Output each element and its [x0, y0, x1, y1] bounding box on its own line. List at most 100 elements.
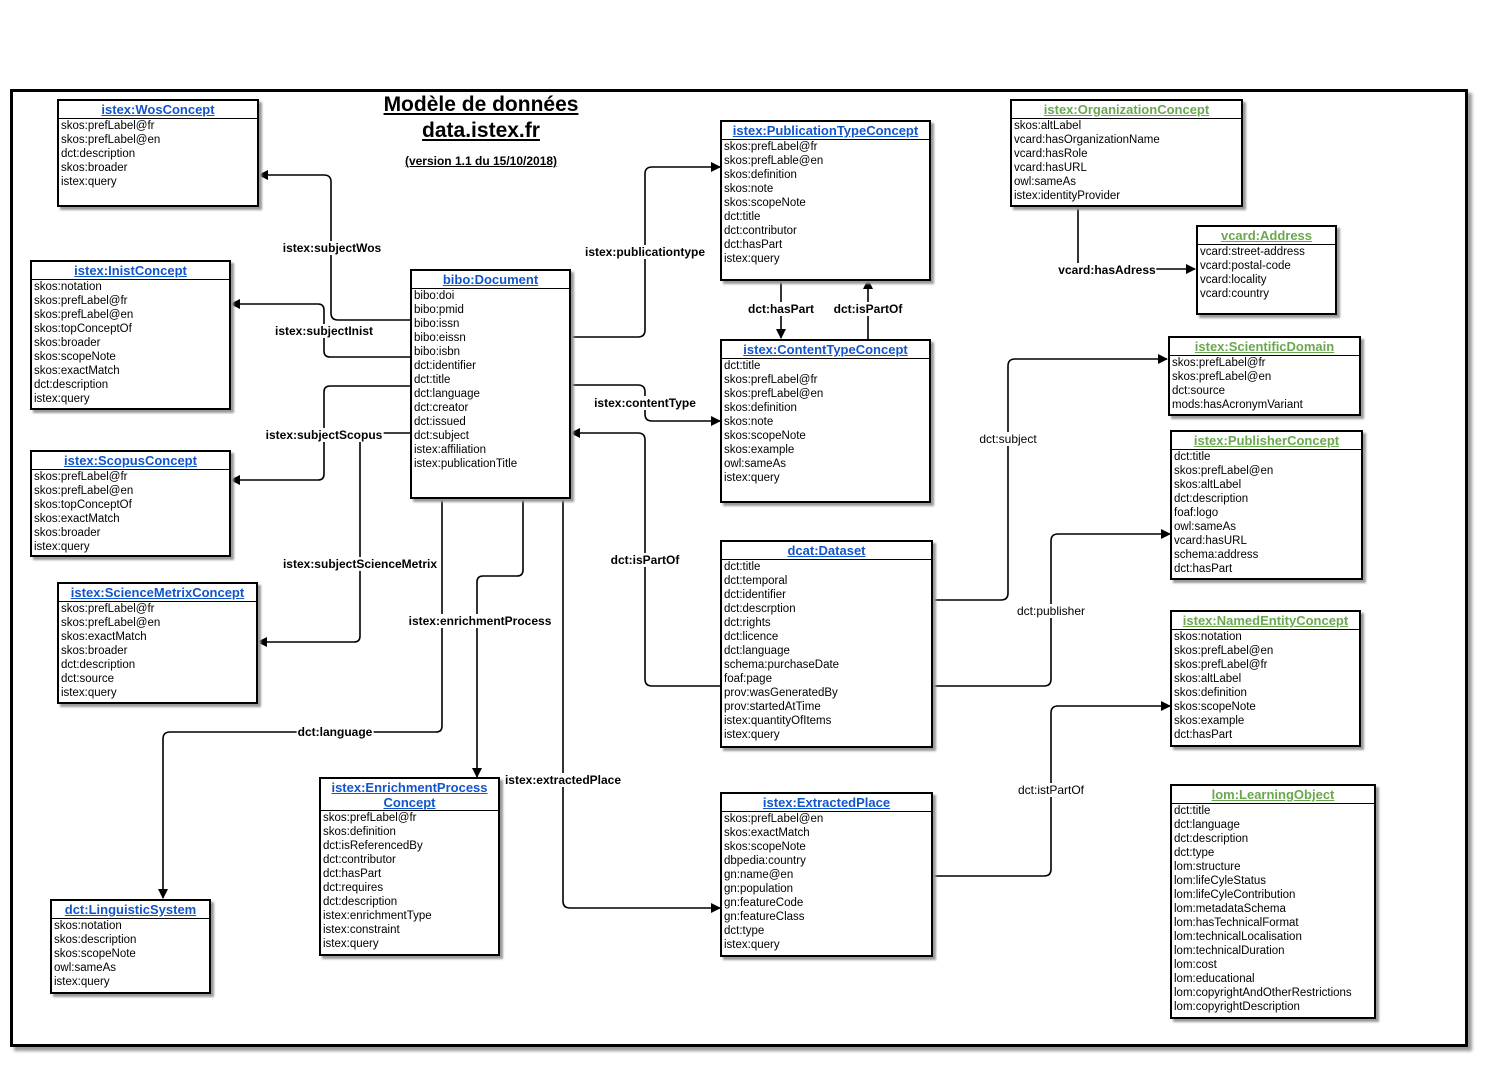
- entity-attribute: skos:note: [724, 183, 774, 195]
- entity-attribute: dct:descrption: [724, 603, 796, 615]
- entity-attribute: skos:scopeNote: [724, 841, 806, 853]
- entity-attribute: dct:description: [34, 379, 109, 391]
- entity-attribute: istex:query: [323, 938, 379, 950]
- label-isPartOf2: dct:isPartOf: [609, 553, 681, 567]
- entity-attribute: vcard:hasURL: [1014, 162, 1087, 174]
- entity-attribute: dct:title: [724, 360, 761, 372]
- entity-title: istex:ScientificDomain: [1170, 338, 1359, 356]
- entity-attribute: istex:quantityOfItems: [724, 715, 832, 727]
- entity-title: lom:LearningObject: [1172, 786, 1374, 804]
- entity-attribute: dct:title: [414, 374, 451, 386]
- entity-attribute: skos:broader: [34, 337, 101, 349]
- entity-attribute: owl:sameAs: [724, 458, 786, 470]
- entity-attribute: skos:prefLabel@fr: [724, 374, 818, 386]
- entity-attribute: skos:prefLabel@fr: [61, 120, 155, 132]
- entity-attribute: lom:copyrightDescription: [1174, 1001, 1300, 1013]
- entity-attribute: dct:description: [61, 659, 136, 671]
- entity-attribute: bibo:doi: [414, 290, 455, 302]
- entity-attribute: skos:altLabel: [1014, 120, 1082, 132]
- entity-attribute: dct:source: [61, 673, 115, 685]
- label-publisher: dct:publisher: [1015, 604, 1087, 618]
- label-isPartOf1: dct:isPartOf: [832, 302, 904, 316]
- entity-attribute: skos:altLabel: [1174, 673, 1242, 685]
- entity-attribute: bibo:isbn: [414, 346, 461, 358]
- entity-attribute: gn:featureClass: [724, 911, 805, 923]
- entity-attribute: dct:creator: [414, 402, 469, 414]
- label-istPartOf: dct:istPartOf: [1016, 783, 1086, 797]
- entity-attribute: skos:scopeNote: [724, 197, 806, 209]
- entity-attribute: dct:title: [1174, 805, 1211, 817]
- entity-attribute: dct:isReferencedBy: [323, 840, 423, 852]
- label-contentType: istex:contentType: [593, 396, 697, 410]
- entity-attribute: skos:prefLabel@fr: [34, 295, 128, 307]
- entity-attribute: dct:subject: [414, 430, 469, 442]
- label-hasAdress: vcard:hasAdress: [1057, 263, 1157, 277]
- entity-attribute: skos:broader: [61, 645, 128, 657]
- entity-title: dcat:Dataset: [722, 542, 931, 560]
- entity-attribute: skos:prefLabel@fr: [1174, 659, 1268, 671]
- entity-title: istex:ContentTypeConcept: [722, 341, 929, 359]
- entity-attribute: skos:scopeNote: [724, 430, 806, 442]
- entity-attribute: vcard:locality: [1200, 274, 1267, 286]
- entity-attribute: gn:population: [724, 883, 794, 895]
- entity-attribute: dct:description: [1174, 833, 1249, 845]
- entity-attribute: skos:definition: [724, 402, 797, 414]
- entity-attribute: istex:query: [54, 976, 110, 988]
- entity-attribute: bibo:pmid: [414, 304, 464, 316]
- entity-title: dct:LinguisticSystem: [52, 901, 209, 919]
- entity-attribute: gn:featureCode: [724, 897, 804, 909]
- entity-attribute: dct:language: [414, 388, 480, 400]
- entity-attribute: skos:prefLabel@en: [34, 309, 134, 321]
- entity-attribute: istex:query: [724, 253, 780, 265]
- entity-attribute: dct:identifier: [724, 589, 787, 601]
- entity-attribute: istex:affiliation: [414, 444, 487, 456]
- entity-attribute: skos:exactMatch: [34, 513, 120, 525]
- entity-attribute: istex:query: [61, 687, 117, 699]
- entity-attribute: lom:technicalLocalisation: [1174, 931, 1302, 943]
- entity-title: istex:InistConcept: [32, 262, 229, 280]
- entity-attribute: dct:description: [323, 896, 398, 908]
- entity-attribute: istex:query: [34, 541, 90, 553]
- entity-attribute: skos:example: [724, 444, 795, 456]
- entity-attribute: vcard:hasRole: [1014, 148, 1088, 160]
- entity-title: bibo:Document: [412, 271, 569, 289]
- entity-attribute: mods:hasAcronymVariant: [1172, 399, 1303, 411]
- entity-attribute: dct:title: [724, 561, 761, 573]
- entity-attribute: owl:sameAs: [1174, 521, 1236, 533]
- entity-attribute: foaf:page: [724, 673, 772, 685]
- entity-attribute: istex:enrichmentType: [323, 910, 432, 922]
- entity-attribute: skos:prefLabel@en: [1174, 645, 1274, 657]
- entity-attribute: lom:metadataSchema: [1174, 903, 1286, 915]
- entity-attribute: skos:example: [1174, 715, 1245, 727]
- label-hasPart: dct:hasPart: [746, 302, 816, 316]
- entity-attribute: bibo:issn: [414, 318, 460, 330]
- entity-attribute: lom:technicalDuration: [1174, 945, 1285, 957]
- entity-attribute: skos:prefLabel@en: [1172, 371, 1272, 383]
- entity-title: vcard:Address: [1198, 227, 1335, 245]
- label-subjectWos: istex:subjectWos: [281, 241, 383, 255]
- entity-attribute: skos:broader: [34, 527, 101, 539]
- entity-attribute: skos:topConceptOf: [34, 323, 132, 335]
- entity-attribute: skos:prefLable@en: [724, 155, 824, 167]
- label-subjectScopus: istex:subjectScopus: [264, 428, 384, 442]
- entity-attribute: dct:description: [61, 148, 136, 160]
- entity-attribute: istex:query: [724, 472, 780, 484]
- entity-attribute: dct:language: [1174, 819, 1240, 831]
- entity-attribute: istex:constraint: [323, 924, 400, 936]
- entity-attribute: skos:exactMatch: [34, 365, 120, 377]
- entity-attribute: schema:address: [1174, 549, 1259, 561]
- entity-attribute: skos:notation: [54, 920, 122, 932]
- label-subjectInist: istex:subjectInist: [273, 324, 375, 338]
- entity-title: istex:OrganizationConcept: [1012, 101, 1241, 119]
- diagram-title: Modèle de données data.istex.fr: [346, 92, 616, 144]
- entity-attribute: skos:scopeNote: [1174, 701, 1256, 713]
